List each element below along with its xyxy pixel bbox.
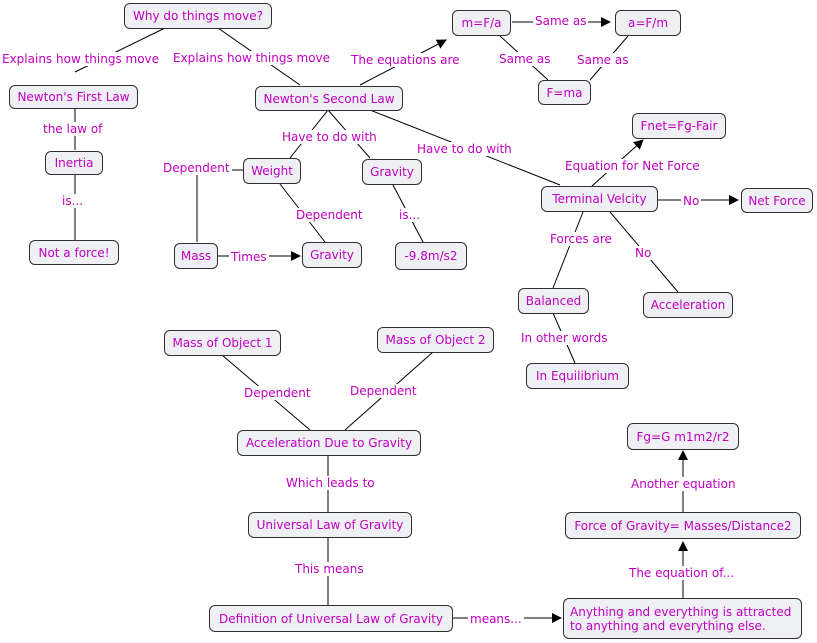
link-label-have-to-do-2: Have to do with <box>415 142 514 156</box>
node-in-equilibrium[interactable]: In Equilibrium <box>526 363 629 389</box>
node-universal-law-of-gravity[interactable]: Universal Law of Gravity <box>248 512 412 538</box>
link-label-means: means... <box>468 612 524 626</box>
link-label-no-2: No <box>633 246 654 260</box>
link-label-explains-1: Explains how things move <box>0 52 162 66</box>
link-label-dependent-1: Dependent <box>161 161 232 175</box>
link-label-law-of: the law of <box>41 122 105 136</box>
node-anything-attracted[interactable]: Anything and everything is attracted to … <box>563 598 802 639</box>
node-mass-object-1[interactable]: Mass of Object 1 <box>164 330 281 356</box>
link-label-same-as-3: Same as <box>575 53 631 67</box>
node-acceleration-due-to-gravity[interactable]: Acceleration Due to Gravity <box>237 430 421 456</box>
link-label-forces-are: Forces are <box>548 232 614 246</box>
node-acceleration[interactable]: Acceleration <box>643 292 733 318</box>
node-fnet-formula[interactable]: Fnet=Fg-Fair <box>632 113 726 139</box>
node-weight[interactable]: Weight <box>243 158 301 184</box>
link-label-equation-of: The equation of... <box>627 566 737 580</box>
link-label-have-to-do-1: Have to do with <box>280 130 379 144</box>
node-definition-universal-law[interactable]: Definition of Universal Law of Gravity <box>209 605 453 632</box>
node-fg-formula[interactable]: Fg=G m1m2/r2 <box>627 423 739 450</box>
node-force-of-gravity[interactable]: Force of Gravity= Masses/Distance2 <box>565 512 801 539</box>
node-gravity-bottom[interactable]: Gravity <box>302 242 362 268</box>
link-label-this-means: This means <box>293 562 366 576</box>
node-terminal-velocity[interactable]: Terminal Velcity <box>541 186 658 212</box>
link-label-equation-net-force: Equation for Net Force <box>563 159 702 173</box>
link-label-in-other-words: In other words <box>519 331 610 345</box>
node-not-a-force[interactable]: Not a force! <box>29 240 119 265</box>
link-label-which-leads-to: Which leads to <box>284 476 377 490</box>
link-label-dependent-3: Dependent <box>242 386 313 400</box>
link-label-dependent-4: Dependent <box>348 384 419 398</box>
node-balanced[interactable]: Balanced <box>518 288 589 314</box>
link-label-times: Times <box>229 250 269 264</box>
link-label-another-equation: Another equation <box>629 477 738 491</box>
node-f-equals-ma[interactable]: F=ma <box>538 80 591 105</box>
node-m-equals-f-over-a[interactable]: m=F/a <box>452 10 511 36</box>
link-label-dependent-2: Dependent <box>294 208 365 222</box>
link-label-same-as-1: Same as <box>533 14 589 28</box>
node-inertia[interactable]: Inertia <box>45 151 103 175</box>
node-newtons-first-law[interactable]: Newton's First Law <box>9 85 138 109</box>
link-label-explains-2: Explains how things move <box>171 51 333 65</box>
link-label-equations-are: The equations are <box>349 53 462 67</box>
node-why-things-move[interactable]: Why do things move? <box>124 3 272 29</box>
node-net-force[interactable]: Net Force <box>741 188 813 213</box>
link-label-same-as-2: Same as <box>497 52 553 66</box>
node-acceleration-value[interactable]: -9.8m/s2 <box>395 242 467 270</box>
node-mass-object-2[interactable]: Mass of Object 2 <box>377 327 494 353</box>
node-newtons-second-law[interactable]: Newton's Second Law <box>255 86 403 111</box>
link-label-is-2: is... <box>397 208 423 222</box>
node-mass[interactable]: Mass <box>174 243 218 269</box>
link-label-is-1: is... <box>60 194 86 208</box>
link-label-no-1: No <box>681 194 702 208</box>
node-a-equals-f-over-m[interactable]: a=F/m <box>615 10 681 36</box>
node-gravity-top[interactable]: Gravity <box>362 159 422 185</box>
